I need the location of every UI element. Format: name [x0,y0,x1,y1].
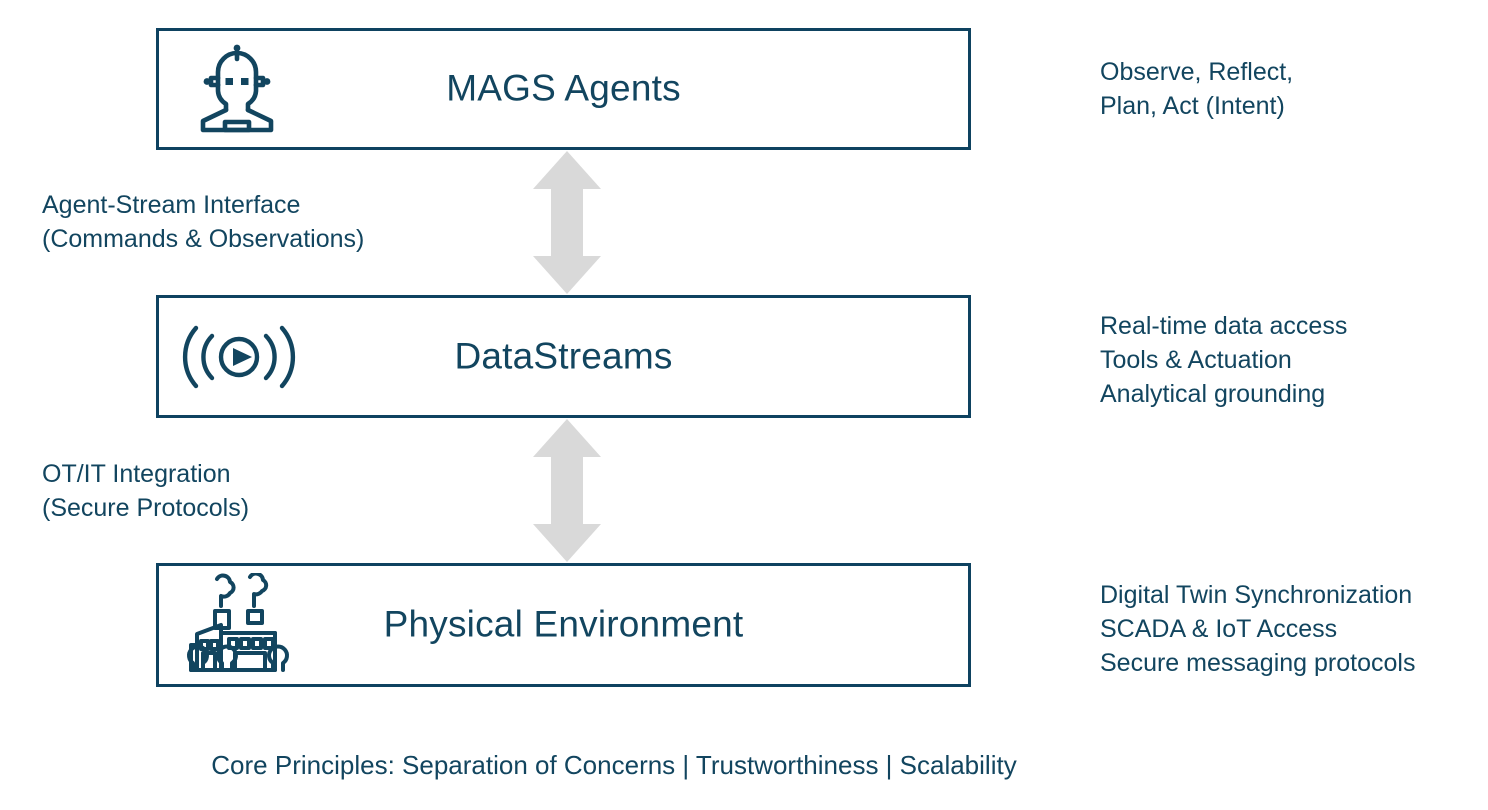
robot-head-icon [185,42,289,136]
annotation-physical-environment: Digital Twin Synchronization SCADA & IoT… [1100,581,1416,677]
connector-label-ot-it-integration: OT/IT Integration (Secure Protocols) [42,460,250,522]
annotation-datastreams: Real-time data access Tools & Actuation … [1100,312,1348,408]
layer-box-datastreams[interactable]: DataStreams [156,295,971,418]
layer-title-datastreams: DataStreams [454,335,673,377]
layer-title-mags-agents: MAGS Agents [446,67,681,109]
broadcast-stream-icon [179,320,299,394]
layer-title-physical-environment: Physical Environment [383,603,744,645]
factory-icon [177,571,299,677]
layer-box-mags-agents[interactable]: MAGS Agents [156,28,971,150]
annotation-mags-agents: Observe, Reflect, Plan, Act (Intent) [1100,58,1294,120]
double-headed-arrow-icon-streams-physical [533,419,601,562]
layer-box-physical-environment[interactable]: Physical Environment [156,563,971,687]
double-headed-arrow-icon-agents-streams [533,151,601,294]
footer-core-principles: Core Principles: Separation of Concerns … [211,750,1017,780]
connector-label-agent-stream-interface: Agent-Stream Interface (Commands & Obser… [42,191,365,253]
